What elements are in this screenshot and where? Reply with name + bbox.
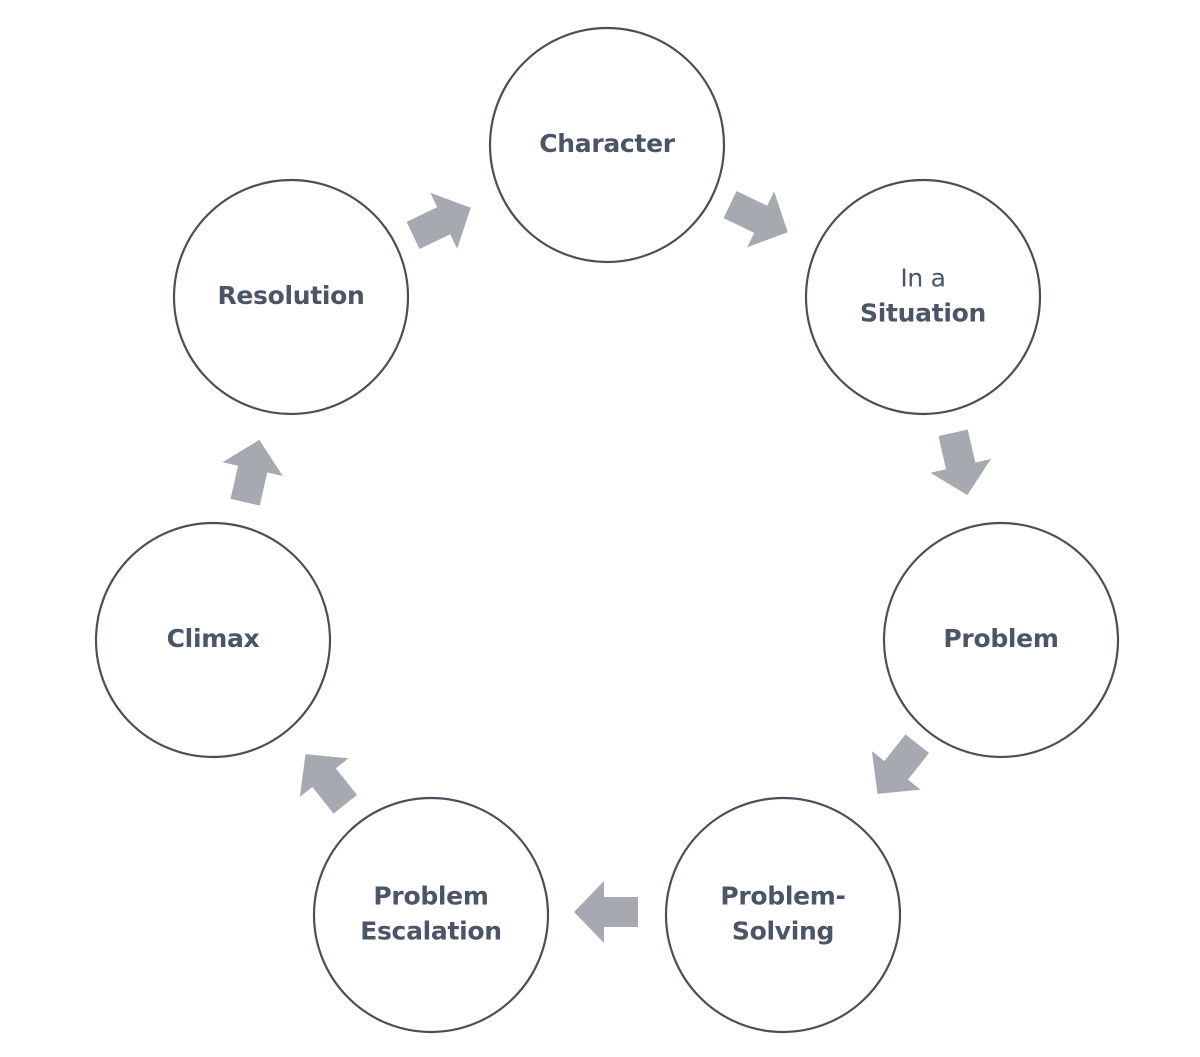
node-problem-solving: Problem- Solving (664, 796, 902, 1034)
node-climax: Climax (94, 521, 332, 759)
node-climax-circle (94, 521, 332, 759)
node-situation: In a Situation (804, 178, 1042, 416)
node-problem-solving-label-line-2: Solving (732, 917, 834, 946)
node-climax-label-line-1: Climax (167, 624, 260, 653)
arrow-problem-to-problem-solving (871, 734, 930, 794)
arrows-layer (222, 191, 991, 943)
node-situation-label-line-2: Situation (860, 299, 986, 328)
node-resolution-label-line-1: Resolution (217, 281, 364, 310)
node-resolution-circle (172, 178, 410, 416)
node-situation-circle (804, 178, 1042, 416)
node-problem-solving-label-line-1: Problem- (720, 882, 845, 911)
node-character: Character (488, 26, 726, 264)
node-problem-escalation-label-line-1: Problem (373, 882, 488, 911)
node-problem-escalation-circle (312, 796, 550, 1034)
node-problem-circle (882, 521, 1120, 759)
node-character-circle (488, 26, 726, 264)
node-situation-label-line-1: In a (900, 264, 945, 293)
node-problem-label-line-1: Problem (943, 624, 1058, 653)
node-resolution: Resolution (172, 178, 410, 416)
arrow-climax-to-resolution (222, 439, 283, 506)
node-problem-escalation-label-line-2: Escalation (360, 917, 502, 946)
node-problem: Problem (882, 521, 1120, 759)
arrow-situation-to-problem (930, 429, 991, 496)
arrow-character-to-situation (723, 191, 788, 248)
arrow-problem-escalation-to-climax (299, 754, 358, 814)
arrow-problem-solving-to-problem-escalation (574, 881, 638, 943)
node-character-label-line-1: Character (539, 129, 676, 158)
node-problem-solving-circle (664, 796, 902, 1034)
arrow-resolution-to-character (406, 192, 471, 249)
